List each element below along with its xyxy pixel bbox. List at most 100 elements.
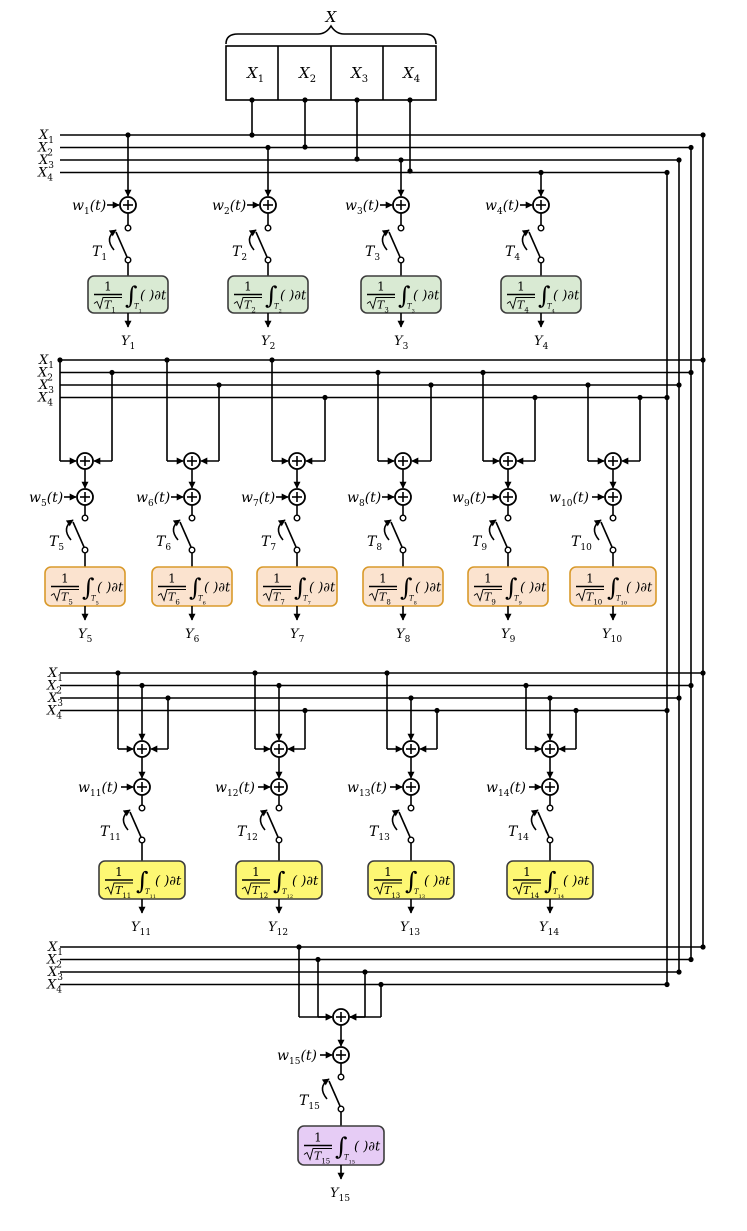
weight-sum-8 [394, 488, 412, 506]
input-vector-brace [225, 24, 437, 45]
integrator-operand: ( )∂t [563, 874, 590, 889]
bus-label-x1: X1 [47, 940, 63, 958]
integrator-operand: ( )∂t [424, 874, 451, 889]
weight-label-8: w8(t) [347, 490, 381, 509]
integrator-period-13: T13 [384, 884, 400, 900]
integrator-operand: ( )∂t [140, 289, 167, 304]
weight-sum-15 [332, 1046, 350, 1064]
integrator-period-7: T7 [273, 591, 285, 607]
integral-sign-icon: ∫ [405, 867, 418, 895]
combiner-sum-13 [402, 740, 420, 758]
bus-label-x4: X4 [37, 391, 53, 409]
bus-label-x3: X3 [47, 965, 63, 983]
output-label-15: Y15 [330, 1186, 350, 1204]
integrator-numerator: 1 [523, 865, 531, 879]
period-label-9: T9 [472, 534, 487, 553]
weight-sum-9 [499, 488, 517, 506]
weight-label-6: w6(t) [136, 490, 170, 509]
integrator-numerator: 1 [314, 1131, 322, 1145]
combiner-sum-14 [541, 740, 559, 758]
combiner-sum-15 [332, 1008, 350, 1026]
integral-sign-icon: ∫ [125, 282, 138, 310]
integrator-period-3: T3 [377, 299, 389, 315]
integrator-period-11: T11 [115, 884, 131, 900]
period-label-3: T3 [365, 244, 380, 263]
integral-limit-11: T11 [145, 888, 156, 900]
weight-label-15: w15(t) [277, 1048, 317, 1067]
integral-sign-icon: ∫ [265, 282, 278, 310]
output-label-5: Y5 [78, 627, 93, 645]
output-label-8: Y8 [396, 627, 411, 645]
output-label-6: Y6 [185, 627, 200, 645]
integrator-numerator: 1 [273, 572, 281, 586]
period-label-14: T14 [508, 824, 529, 843]
bus-label-x2: X2 [37, 366, 53, 384]
output-label-14: Y14 [539, 920, 559, 938]
integral-limit-1: T1 [134, 303, 142, 315]
integrator-period-12: T12 [252, 884, 268, 900]
period-label-5: T5 [49, 534, 64, 553]
bus-label-x2: X2 [46, 953, 62, 971]
integrator-operand: ( )∂t [280, 289, 307, 304]
weight-label-1: w1(t) [72, 198, 106, 217]
output-label-9: Y9 [501, 627, 516, 645]
integrator-numerator: 1 [252, 865, 260, 879]
integral-sign-icon: ∫ [538, 282, 551, 310]
integral-sign-icon: ∫ [544, 867, 557, 895]
combiner-sum-6 [183, 452, 201, 470]
integral-limit-9: T9 [514, 595, 522, 607]
integrator-period-8: T8 [379, 591, 391, 607]
integral-sign-icon: ∫ [505, 574, 518, 602]
integrator-operand: ( )∂t [97, 581, 124, 596]
weight-label-11: w11(t) [78, 780, 118, 799]
integral-sign-icon: ∫ [398, 282, 411, 310]
combiner-sum-9 [499, 452, 517, 470]
weight-sum-13 [402, 778, 420, 796]
integrator-operand: ( )∂t [415, 581, 442, 596]
integrator-operand: ( )∂t [155, 874, 182, 889]
bus-label-x4: X4 [37, 166, 53, 184]
input-cell-x1: X1 [246, 64, 264, 85]
weight-sum-11 [133, 778, 151, 796]
output-label-10: Y10 [602, 627, 622, 645]
bus-label-x3: X3 [38, 153, 54, 171]
integral-limit-4: T4 [547, 303, 555, 315]
weight-sum-3 [392, 196, 410, 214]
weight-label-5: w5(t) [29, 490, 63, 509]
weight-label-7: w7(t) [241, 490, 275, 509]
integral-limit-5: T5 [91, 595, 99, 607]
weight-sum-10 [604, 488, 622, 506]
weight-label-14: w14(t) [486, 780, 526, 799]
output-label-3: Y3 [394, 334, 409, 352]
integral-limit-10: T10 [616, 595, 627, 607]
input-vector-label: X [325, 8, 338, 26]
integrator-operand: ( )∂t [354, 1140, 381, 1155]
weight-sum-6 [183, 488, 201, 506]
integral-sign-icon: ∫ [335, 1133, 348, 1161]
weight-sum-7 [288, 488, 306, 506]
integral-sign-icon: ∫ [136, 867, 149, 895]
period-label-6: T6 [156, 534, 171, 553]
integral-limit-13: T13 [414, 888, 425, 900]
period-label-13: T13 [369, 824, 390, 843]
integral-sign-icon: ∫ [400, 574, 413, 602]
period-label-15: T15 [299, 1093, 320, 1112]
weight-label-12: w12(t) [215, 780, 255, 799]
integrator-numerator: 1 [484, 572, 492, 586]
weight-label-3: w3(t) [345, 198, 379, 217]
integrator-numerator: 1 [517, 280, 525, 294]
period-label-12: T12 [237, 824, 258, 843]
weight-label-13: w13(t) [347, 780, 387, 799]
integral-limit-3: T3 [407, 303, 415, 315]
output-label-4: Y4 [534, 334, 549, 352]
output-label-1: Y1 [121, 334, 135, 352]
